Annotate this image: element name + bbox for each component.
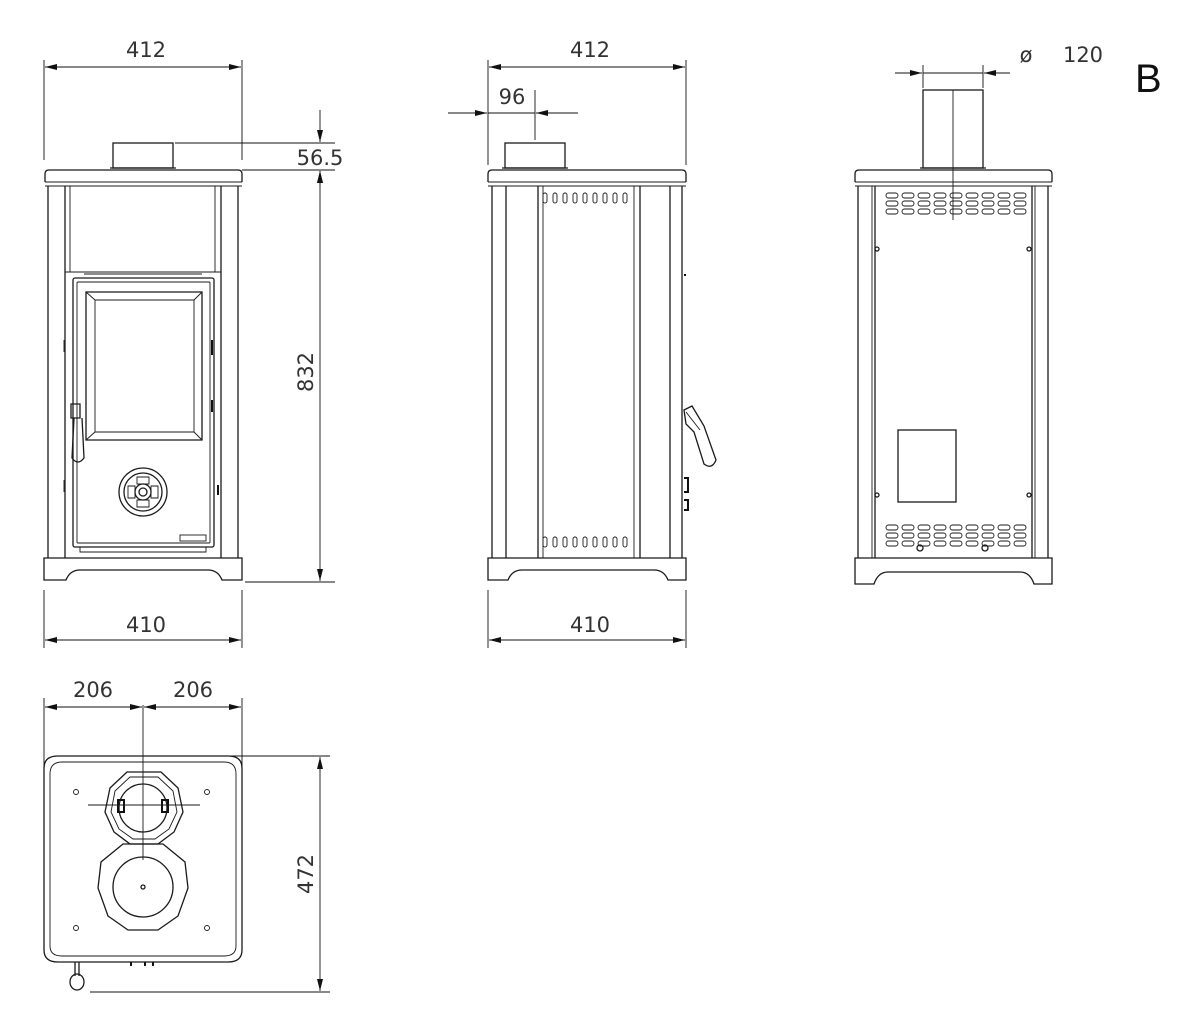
dim-front-width-top: 412 (126, 38, 166, 62)
dim-height: 832 (294, 352, 318, 392)
dim-flue-setback: 96 (499, 85, 526, 109)
dim-side-depth-bottom: 410 (570, 613, 610, 637)
side-dimensions: 412 96 410 (448, 38, 687, 648)
plan-view (43, 705, 243, 991)
plan-dimensions: 206 206 472 (43, 678, 330, 993)
dim-front-width-bottom: 410 (126, 613, 166, 637)
front-view (43, 142, 243, 581)
back-vents-bottom (885, 524, 1027, 547)
dim-plan-left-half: 206 (73, 678, 113, 702)
dim-side-depth-top: 412 (570, 38, 610, 62)
side-view (487, 142, 717, 581)
dim-plan-right-half: 206 (173, 678, 213, 702)
back-view (854, 89, 1053, 585)
back-dimensions: ø 120 (895, 43, 1103, 88)
view-label: B (1135, 57, 1162, 101)
dim-diameter-symbol: ø (1020, 43, 1033, 67)
back-vents-top (885, 192, 1027, 215)
dim-plan-depth: 472 (294, 854, 318, 894)
vent-slots-top (542, 192, 628, 204)
vent-slots-bottom (542, 536, 628, 548)
front-dimensions: 412 410 56.5 832 (43, 38, 344, 648)
dim-flue-diameter: 120 (1063, 43, 1103, 67)
dim-flue-offset: 56.5 (297, 146, 344, 170)
